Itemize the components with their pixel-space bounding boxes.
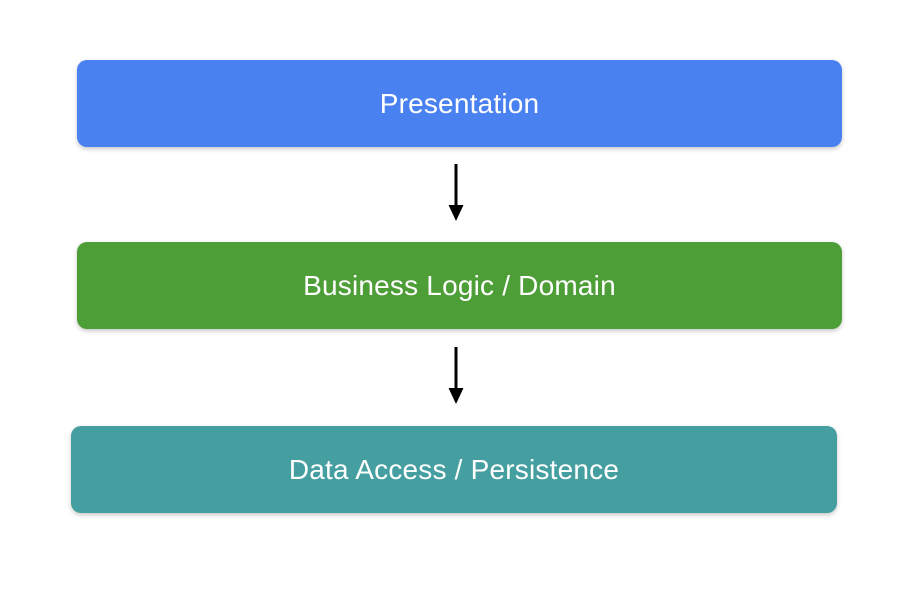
- arrow-down-icon: [446, 347, 466, 405]
- layer-node-business-logic: Business Logic / Domain: [77, 242, 842, 329]
- arrow-down-icon: [446, 164, 466, 222]
- layer-label-data-access: Data Access / Persistence: [288, 453, 620, 485]
- layer-label-business-logic: Business Logic / Domain: [303, 269, 616, 301]
- layer-node-presentation: Presentation: [77, 60, 842, 147]
- layer-label-presentation: Presentation: [379, 87, 540, 119]
- layer-node-data-access: Data Access / Persistence: [71, 426, 837, 513]
